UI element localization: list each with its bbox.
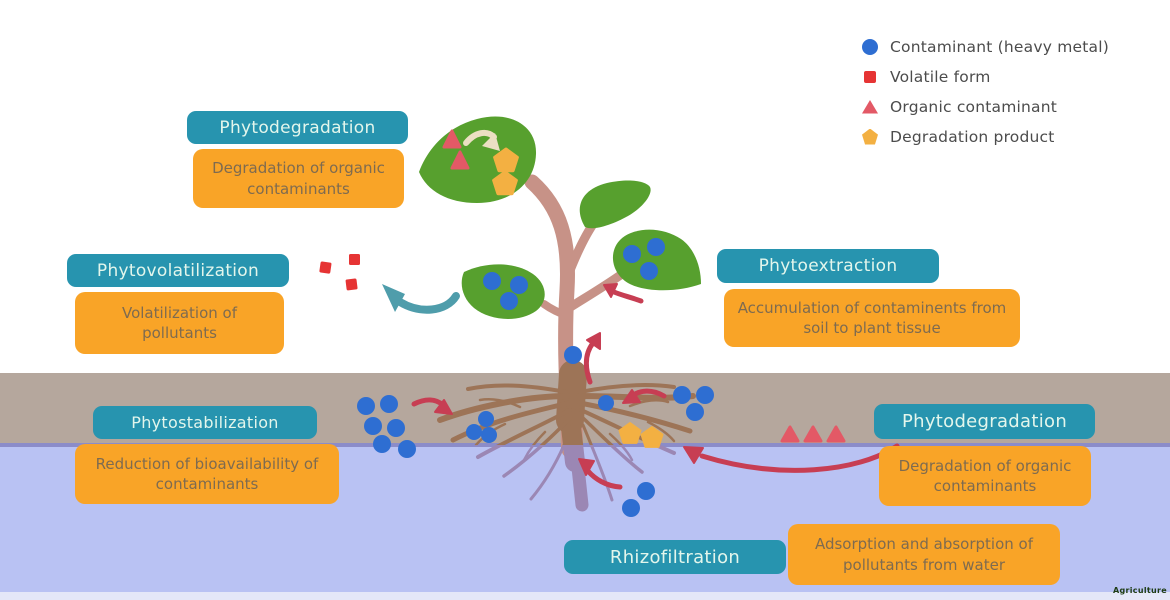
volatile-form-markers [319,254,360,291]
bottom-strip [0,592,1170,600]
leaf-degradation-markers [442,129,519,196]
soil-water-divider [0,443,1170,447]
legend-item-degradation: Degradation product [862,126,1109,147]
process-title-phytodegradation-soil: Phytodegradation [874,404,1095,439]
volatile-square-icon [864,70,876,83]
leaf-left [461,264,545,319]
legend-label: Degradation product [890,127,1055,146]
legend-item-volatile: Volatile form [862,66,1109,87]
process-desc-phytovolatilization: Volatilization of pollutants [75,292,284,354]
process-desc-phytostabilization: Reduction of bioavailability of contamin… [75,444,339,504]
degradation-product-icon [493,147,519,173]
process-title-rhizofiltration: Rhizofiltration [564,540,786,574]
degradation-arrow-icon [463,129,497,146]
soil-contaminant-dots [357,346,714,517]
leaf-contaminant-dots [483,238,665,310]
legend-item-contaminant: Contaminant (heavy metal) [862,36,1109,57]
legend-label: Contaminant (heavy metal) [890,37,1110,56]
watermark: Agriculture [1113,586,1167,595]
degradation-pentagon-icon [862,128,878,145]
process-title-phytoextraction: Phytoextraction [717,249,939,283]
degradation-arrowhead-icon [482,133,500,151]
legend-item-organic: Organic contaminant [862,96,1109,117]
organic-contaminant-icon [442,129,462,149]
process-title-phytovolatilization: Phytovolatilization [67,254,289,287]
volatilization-arrow [382,284,460,314]
legend-label: Volatile form [890,67,991,86]
degradation-product-icon [492,170,518,196]
legend-label: Organic contaminant [890,97,1058,116]
contaminant-circle-icon [862,38,878,55]
soil-organic-contaminants [780,425,846,443]
leaf-upper-right [579,180,651,229]
process-desc-rhizofiltration: Adsorption and absorption of pollutants … [788,524,1060,585]
organic-contaminant-icon [450,150,470,170]
organic-triangle-icon [862,100,878,114]
leaf-right [612,229,701,291]
process-desc-phytoextraction: Accumulation of contaminents from soil t… [724,289,1020,347]
process-title-phytostabilization: Phytostabilization [93,406,317,439]
process-desc-phytodegradation-leaf: Degradation of organic contaminants [193,149,404,208]
root-degradation-products [618,422,664,448]
legend: Contaminant (heavy metal) Volatile form … [862,36,1109,147]
process-title-phytodegradation-leaf: Phytodegradation [187,111,408,144]
leaf-top-left [419,116,537,203]
process-desc-phytodegradation-soil: Degradation of organic contaminants [879,446,1091,506]
